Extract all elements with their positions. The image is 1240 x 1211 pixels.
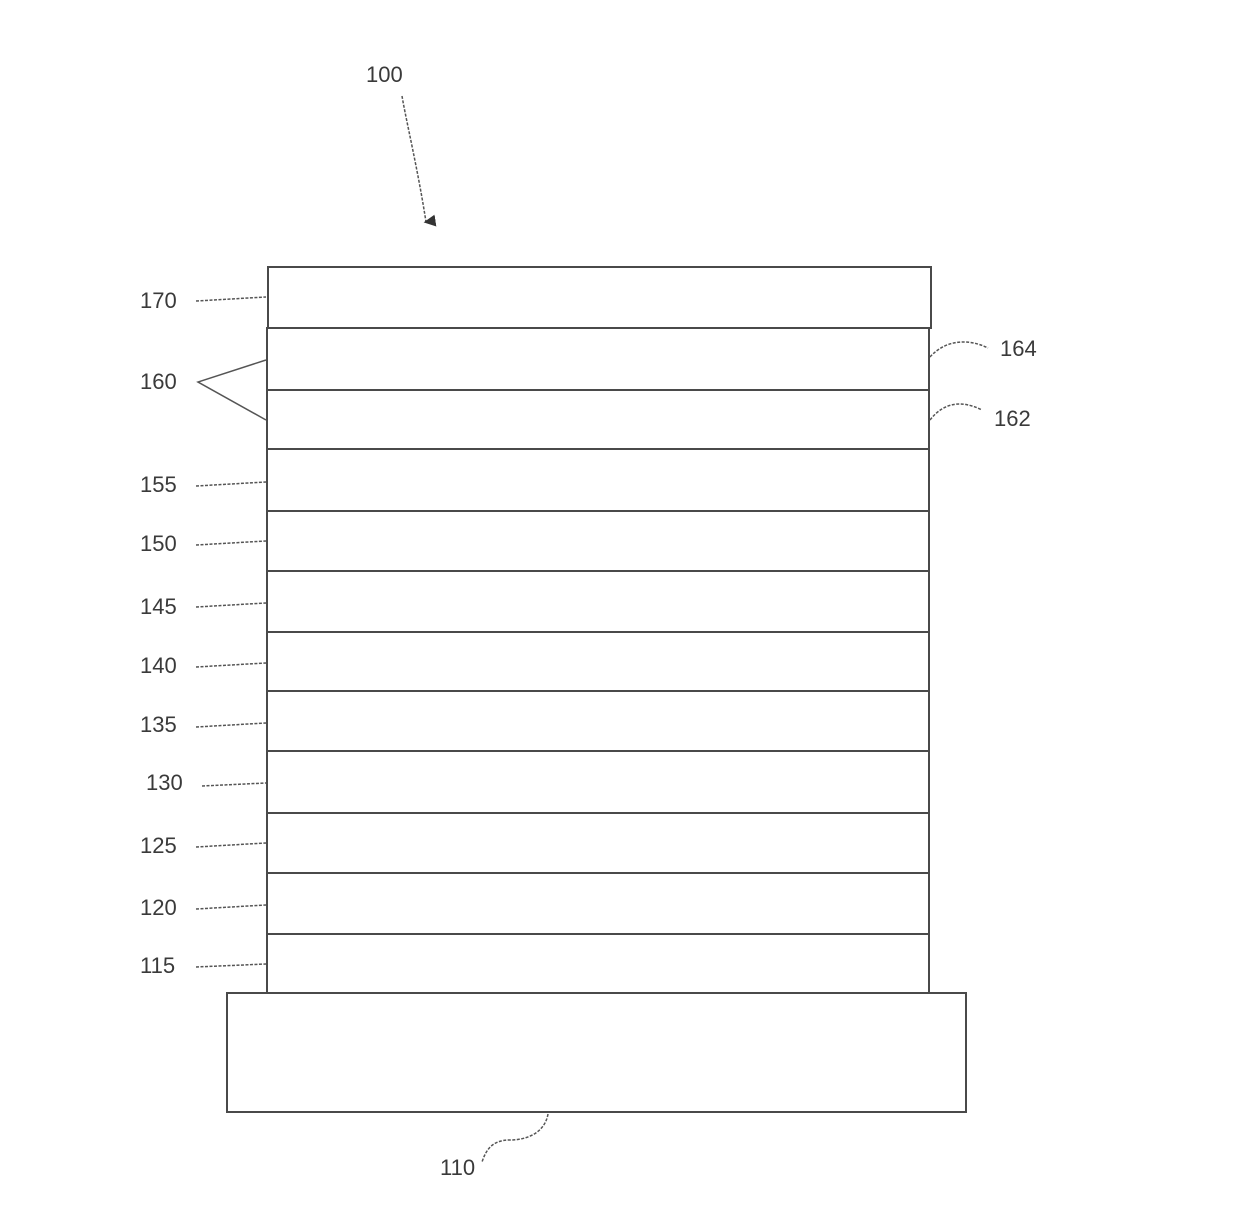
label-145: 145 [140,594,177,619]
leader-135 [196,723,266,727]
label-162: 162 [994,406,1031,431]
label-160: 160 [140,369,177,394]
leader-155 [196,482,266,486]
label-110: 110 [440,1155,475,1180]
leader-140 [196,663,266,667]
label-170: 170 [140,288,177,313]
leader-110 [482,1114,548,1162]
leader-125 [196,843,266,847]
substrate-110 [227,993,966,1112]
layer-170 [268,267,931,328]
leader-164 [930,342,988,357]
label-130: 130 [146,770,183,795]
label-125: 125 [140,833,177,858]
label-155: 155 [140,472,177,497]
label-140: 140 [140,653,177,678]
leader-160 [198,360,266,420]
leader-150 [196,541,266,545]
label-135: 135 [140,712,177,737]
label-120: 120 [140,895,177,920]
leader-145 [196,603,266,607]
leader-170 [196,297,266,301]
layer-stack [267,328,929,993]
leader-162 [930,404,982,420]
label-164: 164 [1000,336,1037,361]
leader-130 [202,783,266,786]
label-115: 115 [140,953,175,978]
arrow-100 [402,96,426,222]
leader-115 [196,964,266,967]
leader-120 [196,905,266,909]
label-150: 150 [140,531,177,556]
label-100: 100 [366,62,403,87]
